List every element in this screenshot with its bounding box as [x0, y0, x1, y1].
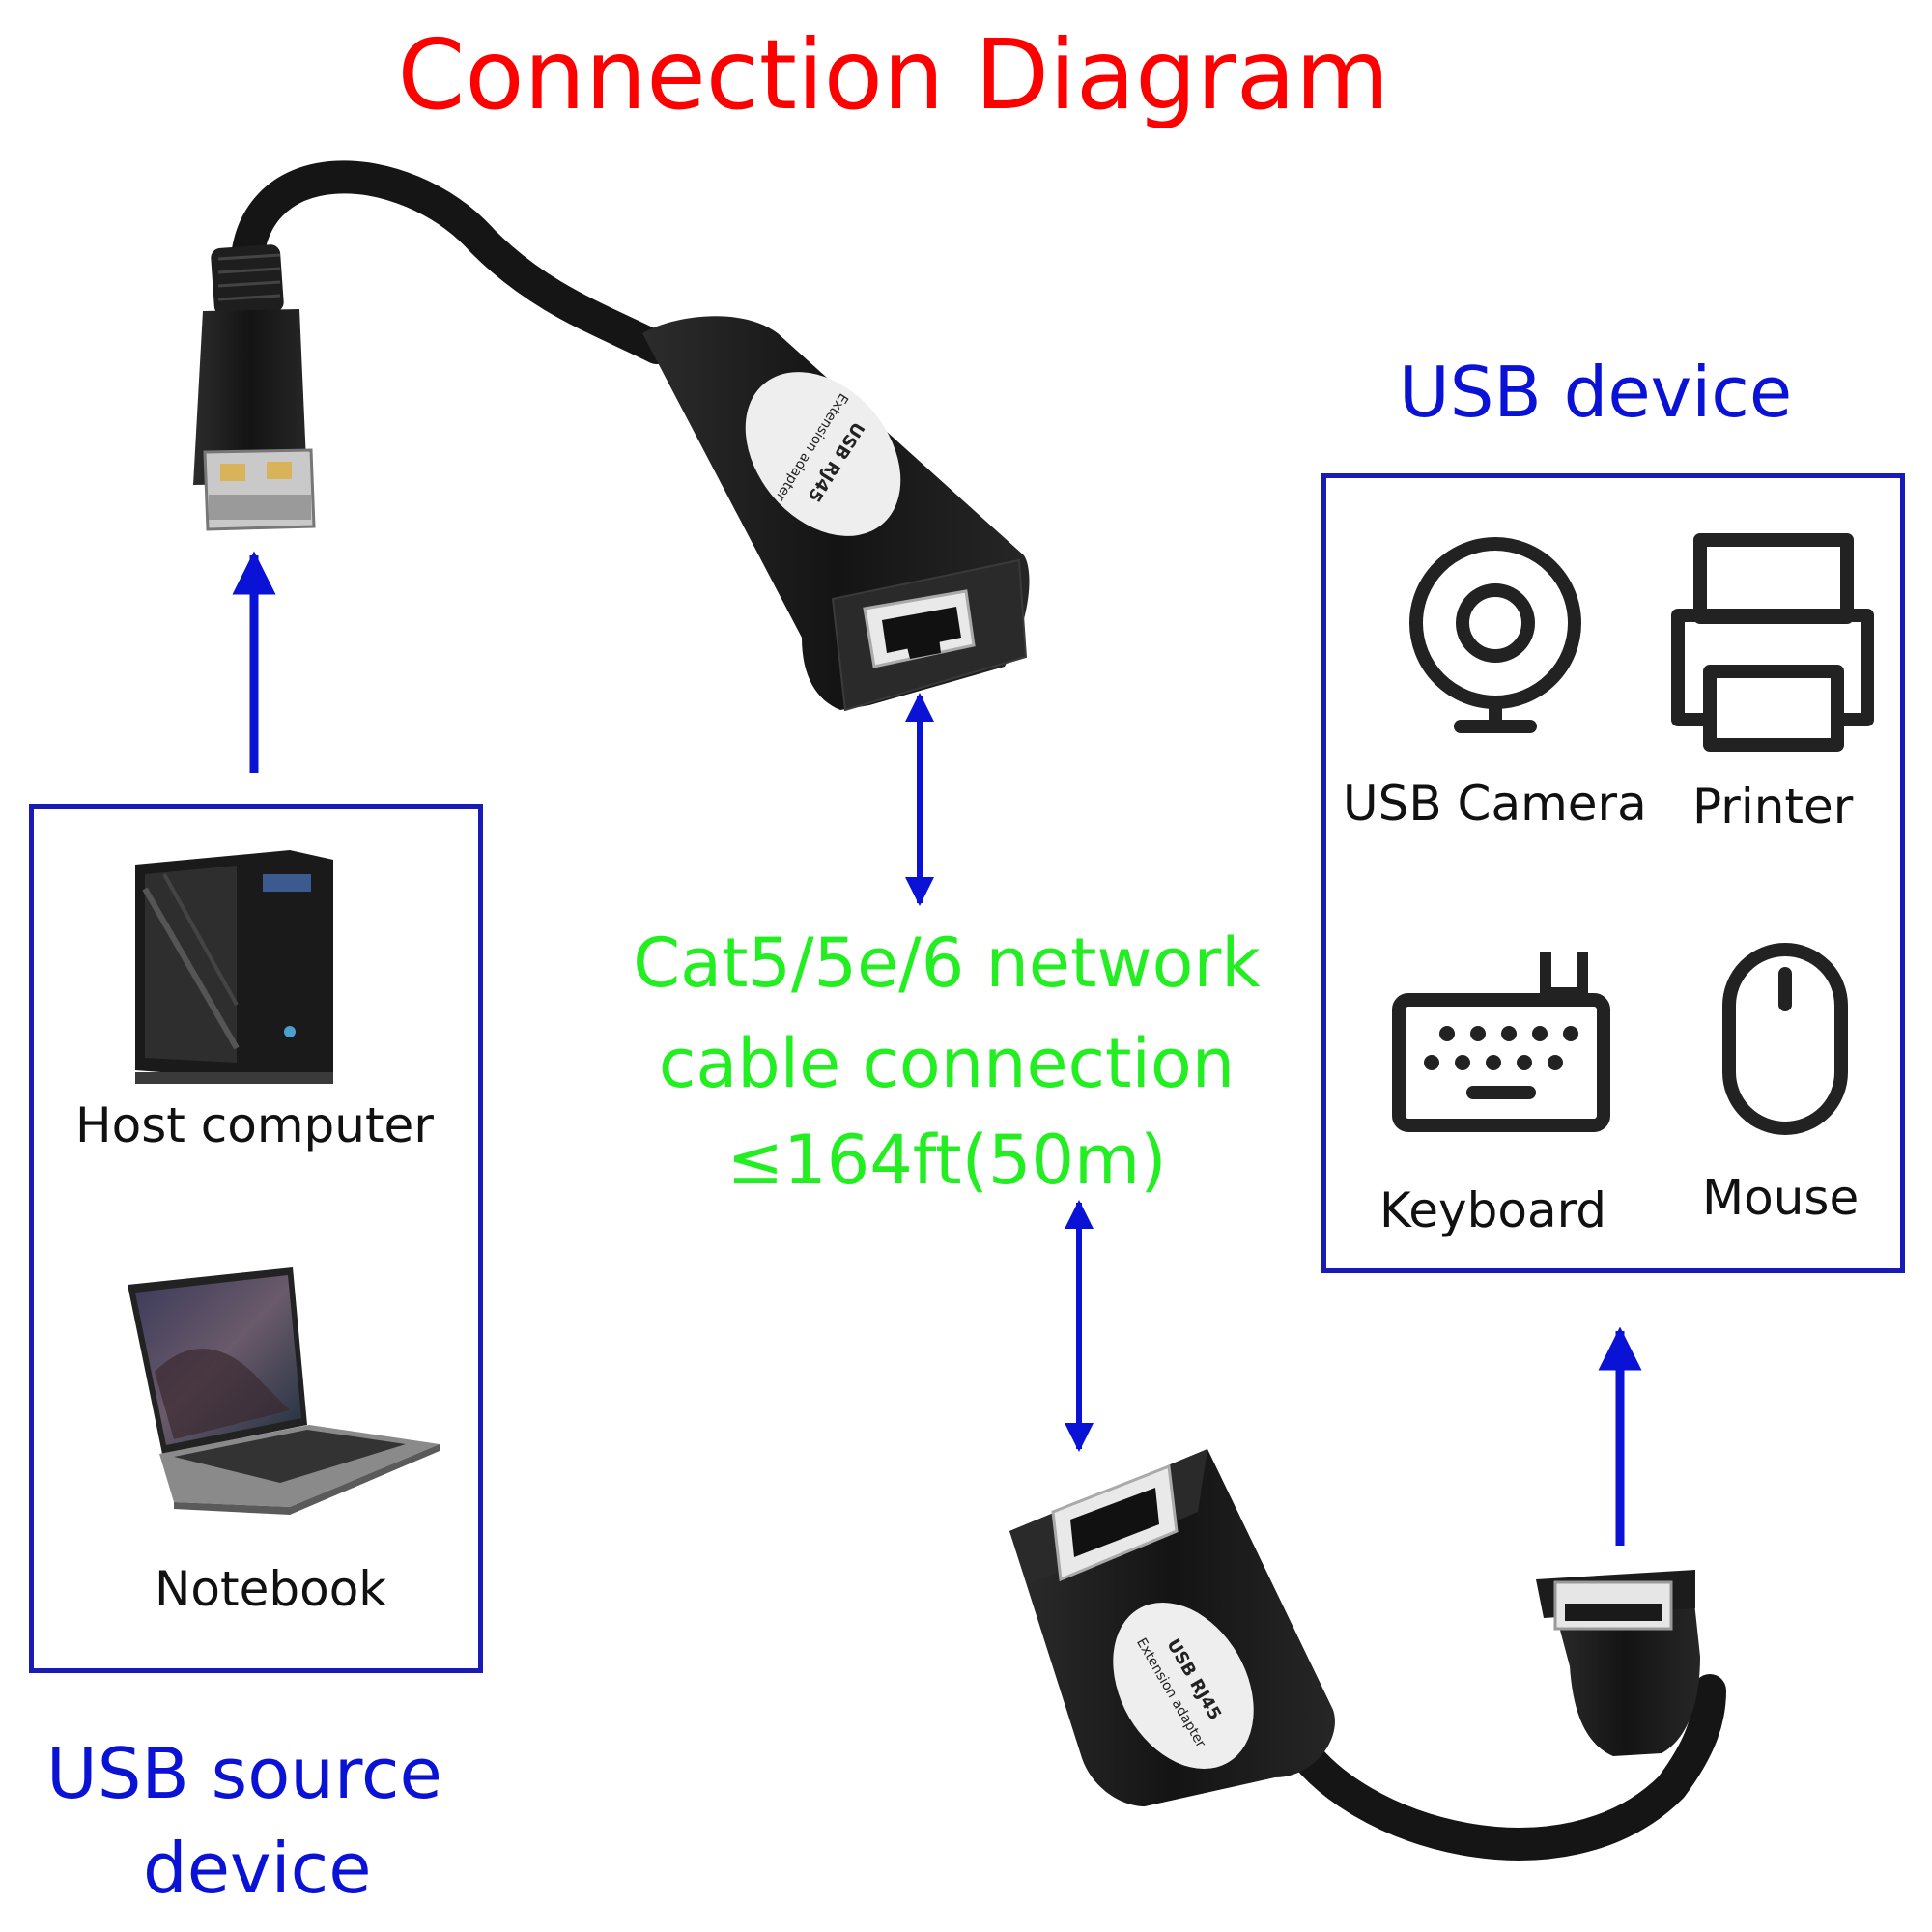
cable-text-line3: ≤164ft(50m): [726, 1121, 1167, 1200]
adapter-label-bottom: [1113, 1602, 1254, 1770]
desktop-tower-icon: [135, 850, 333, 1084]
laptop-icon: [128, 1267, 440, 1515]
host-computer-label: Host computer: [75, 1097, 434, 1153]
usb-source-heading-line2: device: [143, 1828, 372, 1909]
rj45-adapter-top: USB RJ45 Extension adapter: [642, 316, 1030, 712]
keyboard-label: Keyboard: [1379, 1182, 1607, 1238]
mouse-icon: [1722, 943, 1848, 1135]
adapter-label-top: [745, 372, 901, 536]
usb-camera-label: USB Camera: [1343, 776, 1647, 832]
usb-source-box: [29, 804, 483, 1673]
usb-source-heading-line1: USB source: [46, 1733, 442, 1814]
cable-text-line1: Cat5/5e/6 network: [633, 923, 1261, 1003]
usb-a-extender-top: [193, 160, 673, 531]
rj45-port-bottom: [1051, 1463, 1179, 1582]
top-cable: [229, 160, 673, 364]
rj45-port-top: [863, 589, 976, 668]
webcam-icon: [1409, 537, 1581, 733]
bottom-cable: [1278, 1674, 1726, 1861]
rj45-adapter-bottom: USB RJ45 Extension adapter: [1009, 1449, 1726, 1861]
usb-device-box: [1321, 473, 1905, 1273]
usb-device-heading: USB device: [1399, 352, 1793, 433]
notebook-label: Notebook: [155, 1561, 387, 1617]
printer-icon: [1671, 533, 1874, 752]
keyboard-icon: [1392, 952, 1610, 1132]
usb-a-female-bottom: [1536, 1570, 1700, 1756]
mouse-label: Mouse: [1702, 1170, 1860, 1226]
printer-label: Printer: [1692, 779, 1854, 835]
cable-text-line2: cable connection: [658, 1024, 1236, 1103]
diagram-title: Connection Diagram: [397, 18, 1390, 131]
